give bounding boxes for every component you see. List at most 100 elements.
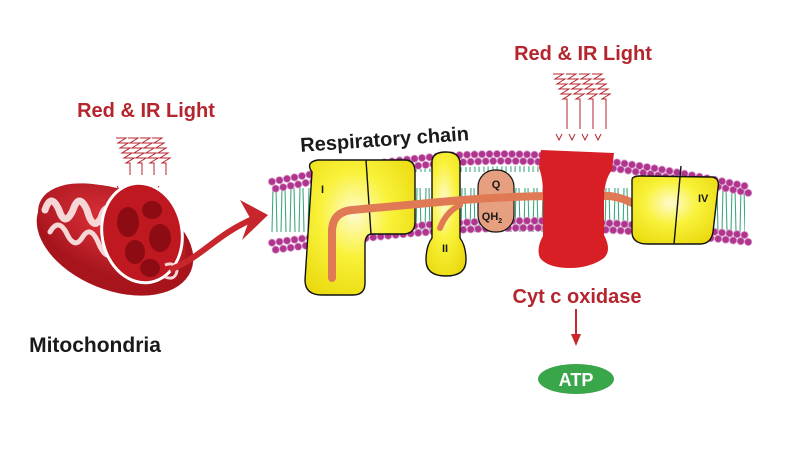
- lipid-head: [470, 217, 479, 226]
- lipid-head: [616, 165, 625, 174]
- lipid-head: [286, 243, 295, 252]
- lipid-head: [620, 220, 629, 229]
- lipid-head: [275, 176, 284, 185]
- cyt-c-oxidase-label: Cyt c oxidase: [513, 286, 642, 308]
- lipid-head: [294, 180, 303, 189]
- lipid-head: [511, 223, 520, 232]
- lipid-head: [635, 161, 644, 170]
- atp-badge: ATP: [538, 364, 614, 394]
- lipid-head: [421, 228, 430, 237]
- lipid-head: [744, 188, 753, 197]
- lipid-head: [462, 150, 471, 159]
- lipid-head: [650, 164, 659, 173]
- lipid-head: [279, 244, 288, 253]
- lipid-head: [290, 173, 299, 182]
- lipid-head: [515, 216, 524, 225]
- lipid-head: [414, 161, 423, 170]
- lipid-head: [733, 230, 742, 239]
- lipid-head: [530, 150, 539, 159]
- light-waves-right-icon: [553, 73, 612, 142]
- lipid-head: [658, 165, 667, 174]
- lipid-head: [530, 216, 539, 225]
- zoom-arrow: [168, 215, 257, 273]
- lipid-head: [477, 150, 486, 159]
- lipid-head: [613, 158, 622, 167]
- mitochondria-illustration: [36, 181, 194, 296]
- lipid-head: [624, 166, 633, 175]
- lipid-head: [500, 149, 509, 158]
- lipid-head: [492, 149, 501, 158]
- lipid-head: [466, 157, 475, 166]
- lipid-head: [410, 154, 419, 163]
- lipid-head: [417, 221, 426, 230]
- lipid-head: [613, 219, 622, 228]
- lipid-head: [609, 226, 618, 235]
- lipid-head: [721, 184, 730, 193]
- lipid-head: [470, 150, 479, 159]
- lipid-head: [534, 223, 543, 232]
- electron-transfer-path: [328, 192, 664, 282]
- lipid-head: [267, 177, 276, 186]
- q-label: Q: [492, 179, 501, 191]
- lipid-head: [725, 229, 734, 238]
- lipid-head: [297, 234, 306, 243]
- lipid-head: [271, 184, 280, 193]
- lipid-head: [297, 171, 306, 180]
- lipid-head: [474, 224, 483, 233]
- lipid-head: [740, 181, 749, 190]
- lipid-head: [271, 245, 280, 254]
- lipid-head: [275, 237, 284, 246]
- lipid-head: [481, 157, 490, 166]
- lipid-head: [286, 181, 295, 190]
- lipid-head: [740, 230, 749, 239]
- lipid-head: [665, 166, 674, 175]
- zoom-arrow-head: [240, 200, 268, 240]
- lipid-head: [474, 157, 483, 166]
- lipid-head: [515, 150, 524, 159]
- lipid-head: [628, 160, 637, 169]
- lipid-head: [267, 238, 276, 247]
- lipid-head: [736, 187, 745, 196]
- lipid-head: [733, 180, 742, 189]
- lipid-head: [616, 226, 625, 235]
- light-label-right: Red & IR Light: [514, 43, 652, 65]
- atp-label: ATP: [559, 370, 594, 390]
- lipid-head: [421, 160, 430, 169]
- lipid-head: [417, 153, 426, 162]
- complex-2-label: II: [442, 243, 448, 255]
- mitochondria-label: Mitochondria: [29, 334, 161, 357]
- lipid-head: [294, 242, 303, 251]
- lipid-head: [519, 157, 528, 166]
- lipid-head: [718, 228, 727, 237]
- lipid-head: [301, 178, 310, 187]
- lipid-head: [462, 218, 471, 227]
- complex-4-label: IV: [698, 193, 709, 205]
- lipid-head: [507, 150, 516, 159]
- lipid-head: [496, 156, 505, 165]
- lipid-head: [485, 150, 494, 159]
- lipid-head: [744, 237, 753, 246]
- lipid-head: [466, 225, 475, 234]
- lipid-head: [523, 216, 532, 225]
- lipid-head: [729, 185, 738, 194]
- complex-2-electron-branch: [437, 202, 463, 231]
- qh2-label: QH2: [482, 211, 503, 225]
- lipid-head: [290, 235, 299, 244]
- lipid-head: [631, 167, 640, 176]
- lipid-head: [643, 163, 652, 172]
- complex-4: IV: [631, 165, 720, 245]
- lipid-head: [624, 227, 633, 236]
- lipid-head: [725, 178, 734, 187]
- lipid-head: [489, 157, 498, 166]
- cytochrome-c-oxidase: [538, 150, 614, 268]
- lipid-head: [718, 177, 727, 186]
- lipid-head: [504, 156, 513, 165]
- lipid-head: [279, 183, 288, 192]
- light-label-left: Red & IR Light: [77, 100, 215, 122]
- lipid-head: [526, 157, 535, 166]
- lipid-head: [282, 236, 291, 245]
- complex-1: I: [304, 159, 416, 296]
- complex-1-label: I: [321, 184, 324, 196]
- lipid-head: [620, 159, 629, 168]
